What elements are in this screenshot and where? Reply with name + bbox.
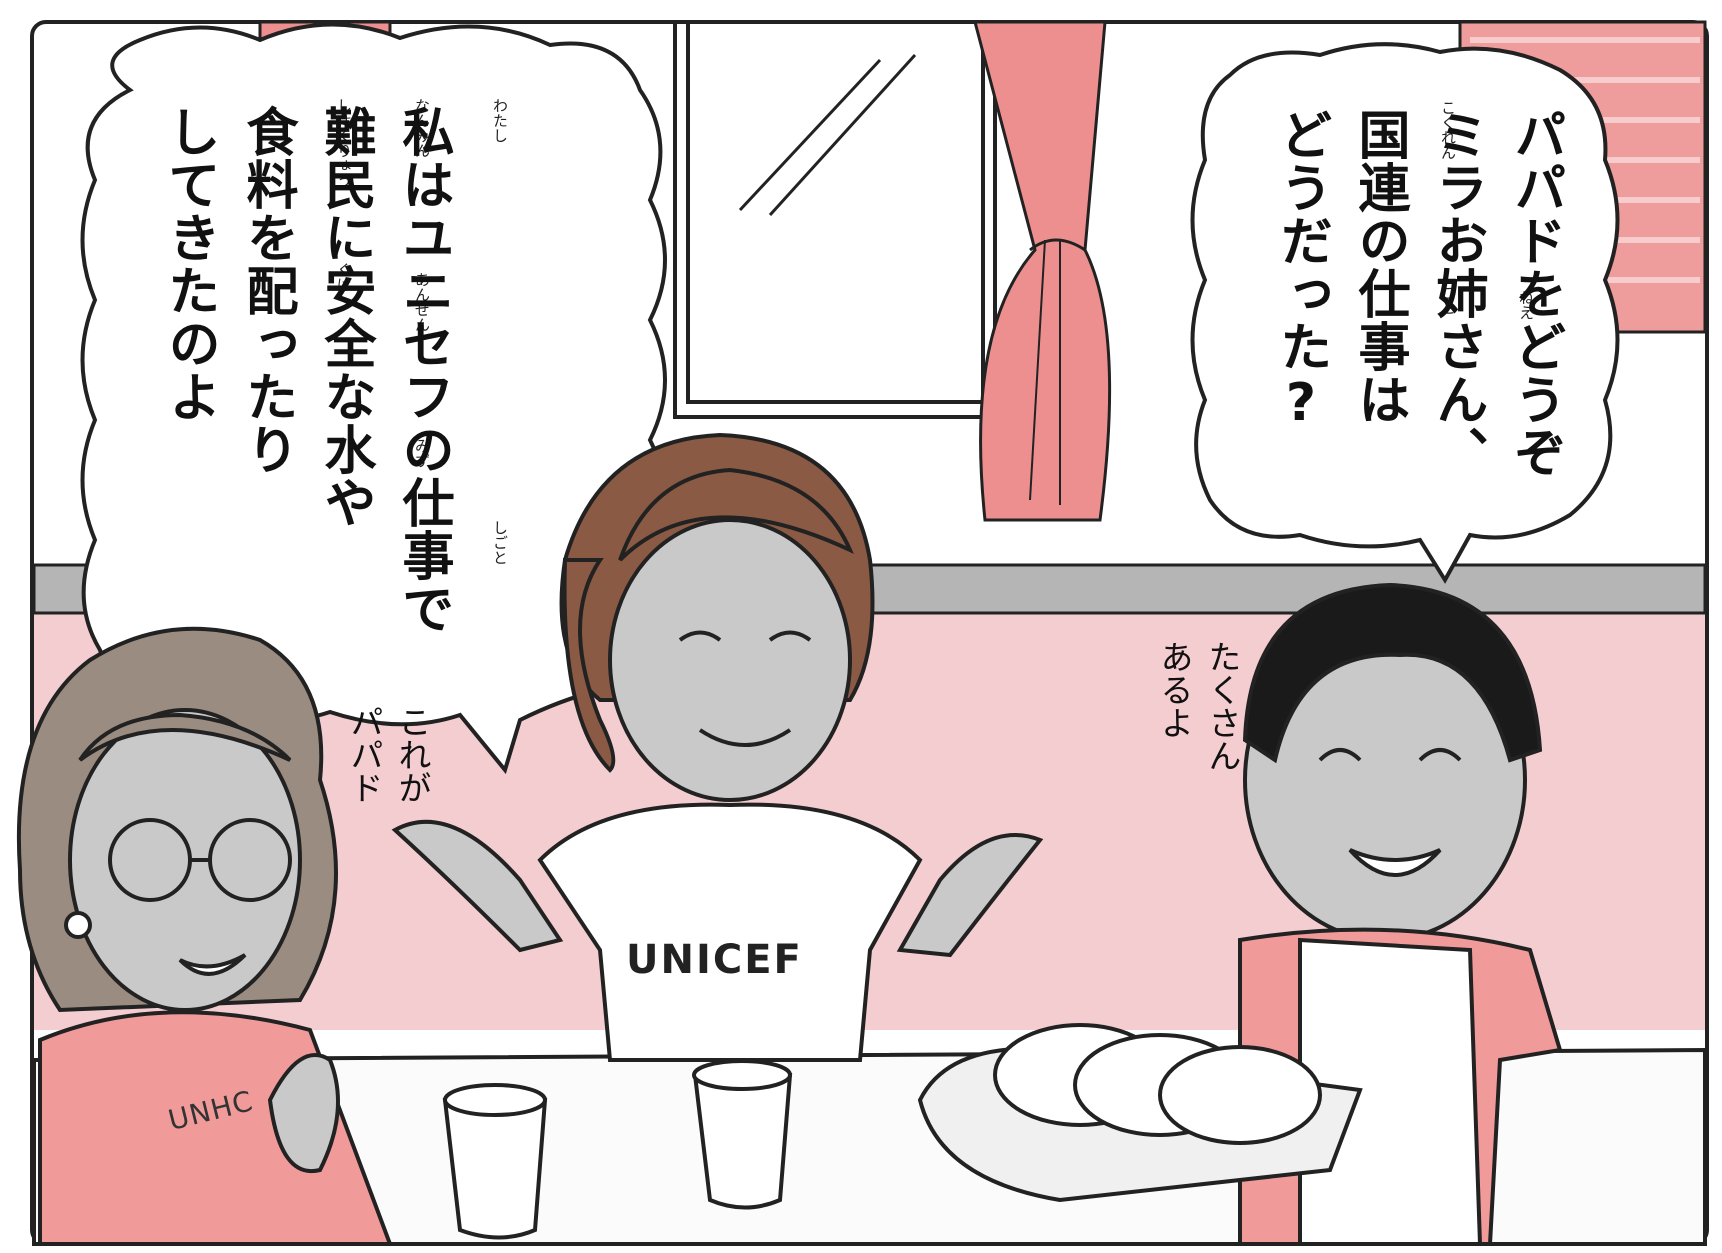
furigana-watashi: わたし: [491, 98, 509, 143]
woman-caption: これが パパド: [340, 705, 436, 804]
boy-caption: たくさん あるよ: [1150, 640, 1246, 772]
furigana-anzen: あんぜん: [413, 272, 431, 332]
furigana-kokuren: こくれん: [1439, 100, 1457, 160]
furigana-nee: ねえ: [1517, 290, 1535, 320]
boy-caption-line-1: たくさん: [1203, 640, 1242, 772]
right-bubble-line-4: どうだった?: [1271, 108, 1331, 434]
furigana-kuba: くば: [335, 262, 353, 292]
woman-center: [391, 432, 1044, 1062]
right-bubble-line-2: ミラお姉さん、: [1427, 108, 1487, 479]
boy-right: [1238, 582, 1563, 1246]
left-bubble-line-3: 食料を配ったり: [237, 105, 297, 476]
woman-caption-line-2: パパド: [345, 705, 384, 804]
right-bubble-text: パパドをどうぞ ミラお姉さん、 国連の仕事は どうだった?: [1262, 108, 1574, 479]
woman-caption-line-1: これが: [393, 705, 432, 804]
glass-center: [692, 1059, 793, 1210]
left-bubble-text: 私はユニセフの仕事で 難民に安全な水や 食料を配ったり してきたのよ: [150, 105, 462, 635]
furigana-nanmin: なんみん: [413, 98, 431, 158]
furigana-shigoto-left: しごと: [491, 520, 509, 565]
papad-tray: [917, 1023, 1363, 1203]
right-bubble-line-1: パパドをどうぞ: [1505, 108, 1565, 479]
furigana-mizu: みず: [413, 438, 431, 468]
furigana-shokuryou: しょくりょう: [335, 98, 353, 188]
left-bubble-line-1: 私はユニセフの仕事で: [393, 105, 453, 635]
furigana-shigoto-right: しごと: [1439, 270, 1457, 315]
glass-left: [442, 1083, 548, 1240]
left-bubble-line-2: 難民に安全な水や: [315, 105, 375, 529]
left-bubble-line-4: してきたのよ: [159, 105, 219, 423]
shirt-unicef-text: UNICEF: [626, 937, 803, 983]
curtain: [973, 20, 1112, 522]
woman-left: [16, 626, 393, 1246]
window: [673, 20, 997, 419]
speech-bubble-right: [1190, 42, 1620, 584]
boy-caption-line-2: あるよ: [1155, 640, 1194, 739]
right-bubble-line-3: 国連の仕事は: [1349, 108, 1409, 426]
